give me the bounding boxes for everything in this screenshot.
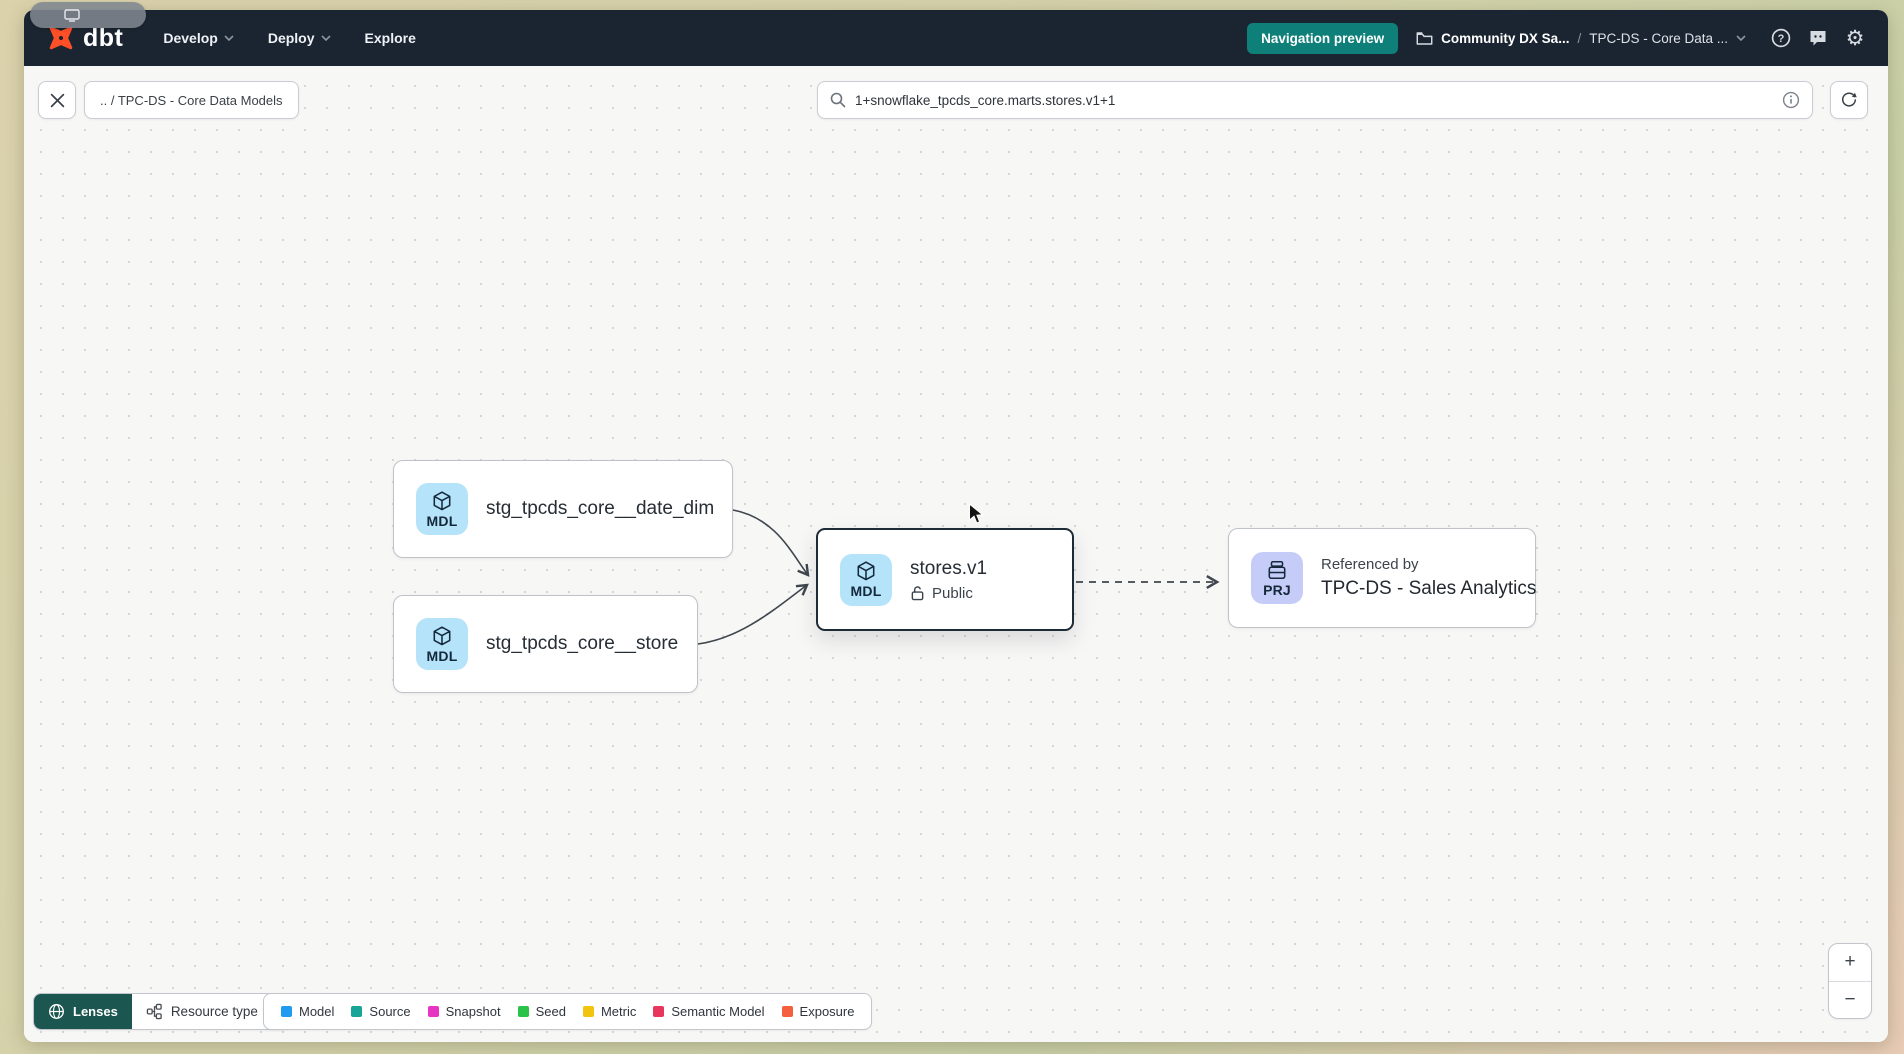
model-cube-icon [433, 625, 451, 645]
refresh-lineage-button[interactable] [1830, 81, 1868, 119]
breadcrumb-project[interactable]: TPC-DS - Core Data ... [1589, 30, 1728, 46]
mouse-cursor [969, 503, 984, 524]
node-eyebrow: Referenced by [1321, 556, 1419, 573]
search-icon [830, 92, 846, 108]
navbar-right: Navigation preview Community DX Sa... / … [1247, 22, 1866, 54]
node-label: TPC-DS - Sales Analytics [1321, 578, 1537, 599]
model-tile: MDL [840, 553, 892, 606]
unlock-icon [911, 586, 924, 601]
zoom-in-button[interactable]: + [1829, 944, 1871, 982]
legend-item-source: Source [351, 1004, 411, 1019]
refresh-icon [1841, 92, 1857, 107]
model-node-store[interactable]: MDL stg_tpcds_core__store [393, 595, 698, 693]
zoom-out-button[interactable]: − [1844, 988, 1856, 1010]
lineage-selector-input[interactable] [855, 92, 1773, 108]
monitor-icon [64, 8, 80, 22]
lineage-search [817, 81, 1813, 119]
navigation-preview-badge[interactable]: Navigation preview [1247, 22, 1399, 54]
legend-item-exposure: Exposure [781, 1004, 854, 1019]
node-label: stg_tpcds_core__date_dim [486, 498, 715, 519]
model-tile: MDL [416, 618, 468, 670]
breadcrumb-account[interactable]: Community DX Sa... [1441, 30, 1570, 46]
model-cube-icon [433, 490, 451, 510]
dbt-logo[interactable]: dbt [46, 23, 123, 53]
model-cube-icon [857, 561, 875, 581]
nav-item-deploy[interactable]: Deploy [268, 30, 331, 46]
edge-date-dim-to-stores [732, 509, 810, 577]
legend-swatch [781, 1006, 793, 1017]
folder-icon [1416, 31, 1433, 45]
node-label: stg_tpcds_core__store [486, 633, 679, 654]
legend-swatch [281, 1006, 292, 1017]
legend-item-snapshot: Snapshot [427, 1004, 501, 1019]
navbar-icons: ? ⚙ [1770, 27, 1866, 49]
legend-swatch [427, 1006, 439, 1017]
settings-icon[interactable]: ⚙ [1845, 26, 1865, 50]
chevron-down-icon[interactable] [1736, 35, 1746, 41]
project-node-sales-analytics[interactable]: PRJ Referenced by TPC-DS - Sales Analyti… [1228, 528, 1536, 628]
model-node-date-dim[interactable]: MDL stg_tpcds_core__date_dim [393, 460, 733, 558]
svg-text:?: ? [1778, 33, 1785, 45]
model-tile: MDL [416, 483, 468, 535]
legend-swatch [653, 1006, 665, 1017]
model-node-stores-v1[interactable]: MDL stores.v1 Public [816, 528, 1074, 631]
project-tile: PRJ [1251, 552, 1303, 604]
edge-store-to-stores [697, 583, 809, 645]
access-badge: Public [910, 585, 987, 602]
chevron-down-icon [224, 35, 234, 41]
help-icon[interactable]: ? [1770, 27, 1792, 49]
dbt-logo-icon [49, 26, 73, 50]
legend-swatch [582, 1006, 594, 1017]
node-label: stores.v1 [910, 557, 988, 579]
nav-item-develop[interactable]: Develop [163, 30, 234, 46]
close-icon [50, 93, 64, 107]
legend-item-semantic-model: Semantic Model [653, 1004, 765, 1019]
close-lineage-button[interactable] [38, 81, 76, 119]
lineage-canvas[interactable]: .. / TPC-DS - Core Data Models [24, 66, 1888, 1042]
lenses-icon [49, 1004, 64, 1019]
project-archive-icon [1268, 560, 1286, 579]
app-window: dbt Develop Deploy Explore Navigation pr… [24, 10, 1888, 1042]
legend-swatch [351, 1006, 363, 1017]
lenses-button[interactable]: Lenses [34, 994, 132, 1029]
breadcrumb: Community DX Sa... / TPC-DS - Core Data … [1416, 31, 1746, 46]
zoom-controls: + − [1828, 943, 1872, 1019]
legend-swatch [517, 1006, 529, 1017]
resource-legend: Model Source Snapshot Seed Metric Semant… [263, 993, 873, 1030]
dbt-logo-text: dbt [83, 23, 124, 52]
nav-item-explore[interactable]: Explore [364, 30, 416, 46]
resource-type-icon [146, 1003, 162, 1020]
breadcrumb-separator: / [1577, 30, 1582, 46]
top-navbar: dbt Develop Deploy Explore Navigation pr… [24, 10, 1888, 66]
legend-item-seed: Seed [517, 1004, 566, 1019]
info-icon[interactable] [1782, 91, 1800, 109]
lineage-breadcrumb-chip[interactable]: .. / TPC-DS - Core Data Models [84, 81, 299, 119]
legend-item-model: Model [281, 1004, 334, 1019]
chevron-down-icon [320, 35, 331, 41]
screen-capture-pill [30, 2, 146, 28]
lens-controls: Lenses Resource type [33, 993, 291, 1030]
nav-menus: Develop Deploy Explore [163, 30, 416, 46]
feedback-icon[interactable] [1807, 27, 1829, 49]
legend-item-metric: Metric [582, 1004, 636, 1019]
